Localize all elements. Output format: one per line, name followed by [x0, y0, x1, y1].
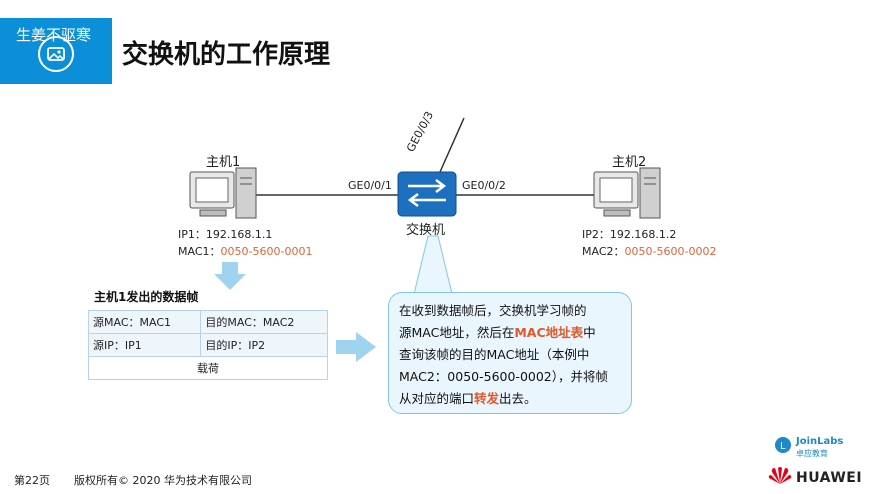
- table-cell: 目的MAC：MAC2: [200, 310, 328, 334]
- watermark-text: 生姜不驱寒: [16, 26, 92, 44]
- huawei-logo-icon: [768, 466, 792, 490]
- table-cell: 源IP：IP1: [87, 333, 202, 357]
- host1-mac-value: 0050-5600-0001: [220, 245, 313, 258]
- link-uplink: [439, 117, 465, 173]
- callout-box: 在收到数据帧后，交换机学习帧的 源MAC地址，然后在MAC地址表中 查询该帧的目…: [388, 292, 632, 414]
- image-icon: [38, 36, 74, 72]
- switch-icon: [397, 171, 457, 217]
- page-number: 第22页: [14, 474, 50, 487]
- right-arrow-icon: [336, 332, 376, 362]
- port-left: GE0/0/1: [348, 179, 392, 192]
- switch-label: 交换机: [406, 223, 446, 238]
- callout-highlight: 转发: [474, 391, 500, 406]
- computer-icon-host2: [593, 167, 661, 219]
- host1-mac: MAC1：0050-5600-0001: [178, 243, 312, 259]
- callout-line: 源MAC地址，然后在MAC地址表中: [399, 322, 621, 344]
- copyright-text: 版权所有© 2020 华为技术有限公司: [74, 474, 252, 487]
- host1-mac-prefix: MAC1：: [178, 245, 221, 258]
- host2-ip: IP2：192.168.1.2: [582, 228, 677, 241]
- callout-text: 从对应的端口: [399, 391, 475, 406]
- callout-highlight: MAC地址表: [514, 325, 584, 340]
- frame-table: 源MAC：MAC1 目的MAC：MAC2 源IP：IP1 目的IP：IP2 载荷: [87, 310, 328, 380]
- callout-text: 源MAC地址，然后在: [399, 325, 515, 340]
- frame-title: 主机1发出的数据帧: [94, 290, 199, 304]
- host1-ip: IP1：192.168.1.1: [178, 228, 273, 241]
- callout-pointer: [413, 235, 453, 295]
- table-cell: 源MAC：MAC1: [87, 310, 202, 334]
- computer-icon-host1: [189, 167, 257, 219]
- host2-mac-value: 0050-5600-0002: [624, 245, 717, 258]
- table-row: 源MAC：MAC1 目的MAC：MAC2: [87, 310, 328, 334]
- callout-line: 查询该帧的目的MAC地址（本例中: [399, 347, 590, 362]
- port-right: GE0/0/2: [462, 179, 506, 192]
- callout-text: 出去。: [499, 391, 537, 406]
- callout-text: 中: [583, 325, 596, 340]
- host2-label: 主机2: [612, 155, 647, 170]
- down-arrow-icon: [214, 262, 246, 290]
- callout-line: 在收到数据帧后，交换机学习帧的: [399, 303, 587, 318]
- page-title: 交换机的工作原理: [122, 40, 331, 70]
- payload-cell: 载荷: [88, 356, 328, 380]
- table-cell: 目的IP：IP2: [200, 333, 328, 357]
- host1-label: 主机1: [206, 155, 241, 170]
- host2-mac: MAC2：0050-5600-0002: [582, 243, 716, 259]
- callout-line: 从对应的端口转发出去。: [399, 388, 621, 410]
- host2-mac-prefix: MAC2：: [582, 245, 625, 258]
- table-row: 载荷: [88, 356, 328, 380]
- joinlabs-subtitle: 卓应教育: [796, 449, 828, 458]
- huawei-brand: HUAWEI: [796, 470, 863, 486]
- joinlabs-name: JoinLabs: [796, 436, 844, 447]
- callout-line: MAC2：0050-5600-0002），并将帧: [399, 369, 609, 384]
- table-row: 源IP：IP1 目的IP：IP2: [87, 333, 328, 357]
- svg-text:L: L: [780, 441, 786, 452]
- joinlabs-logo-icon: L: [774, 436, 792, 462]
- header-arrow: [96, 18, 110, 84]
